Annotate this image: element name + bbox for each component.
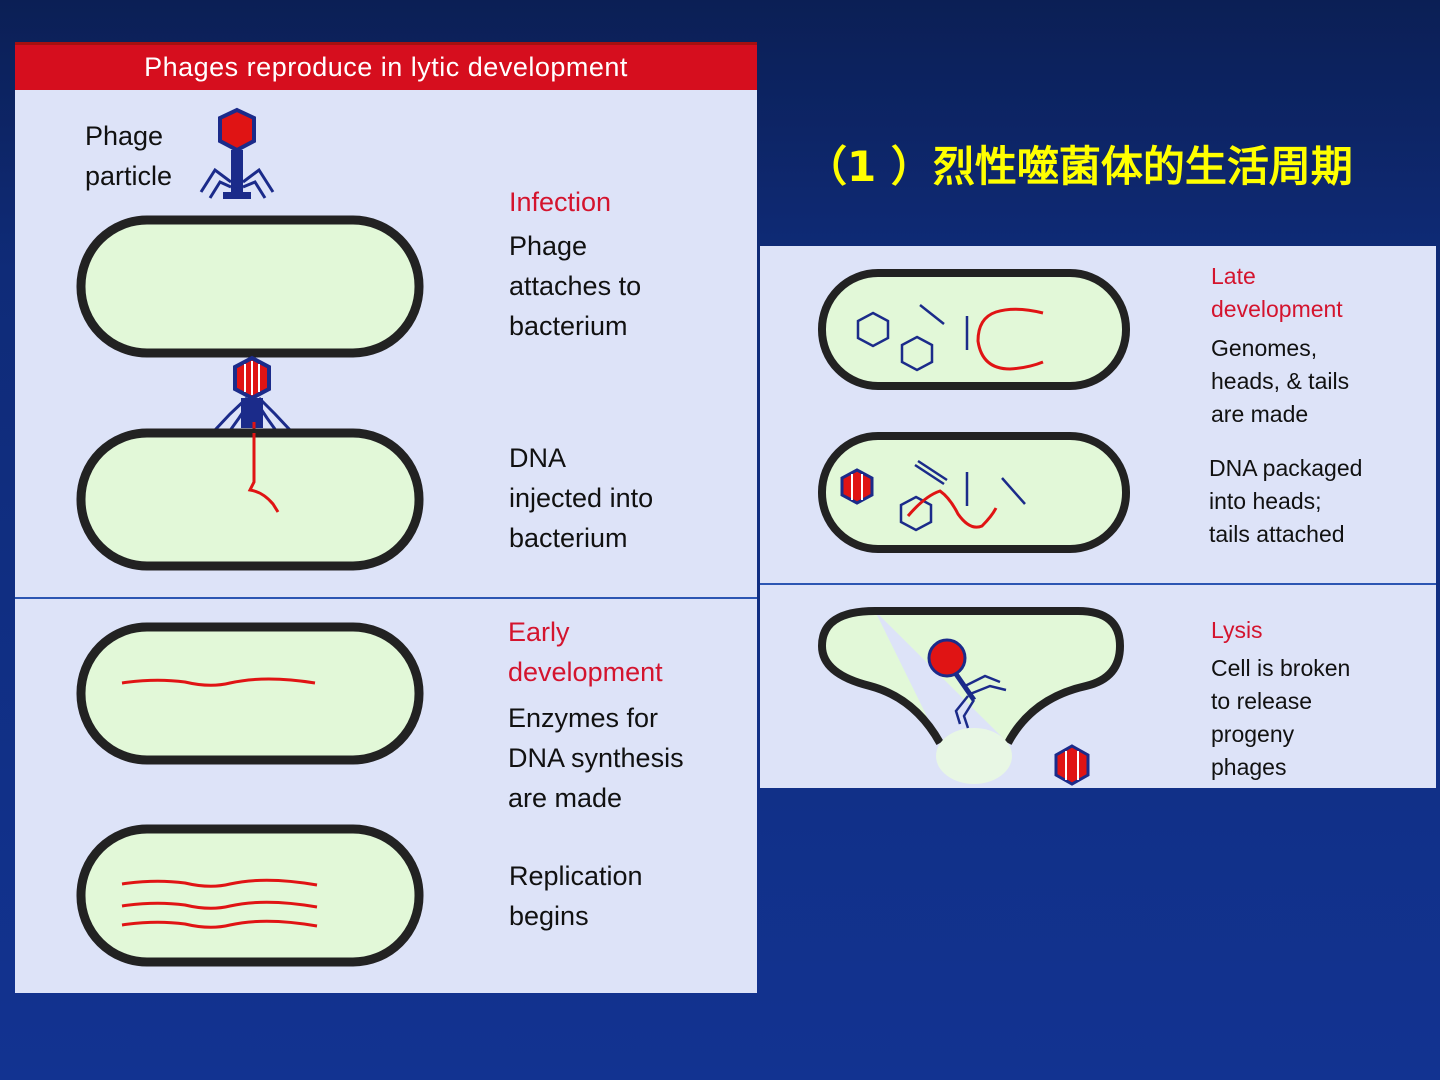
early-development-text: Enzymes for DNA synthesis are made (508, 703, 684, 813)
bacterium-cell-icon (76, 215, 424, 358)
attached-phage-icon (213, 355, 292, 513)
infection-text: Phage attaches to bacterium (509, 231, 642, 341)
lysing-cell-icon (817, 607, 1125, 745)
bacterium-cell-icon (76, 622, 424, 765)
phage-particle-label: Phage particle (85, 121, 173, 191)
phage-particle-icon (199, 107, 275, 200)
lysis-text: Cell is broken to release progeny phages (1211, 655, 1351, 780)
figure-left-panel: Phages reproduce in lytic development (15, 42, 757, 993)
bacterium-cell-icon (76, 824, 424, 967)
infection-heading: Infection (509, 187, 612, 217)
panel-divider (15, 597, 757, 599)
replication-text: Replication begins (509, 861, 643, 931)
bacterium-cell-icon (818, 269, 1130, 390)
packaging-text: DNA packaged into heads; tails attached (1209, 455, 1363, 547)
bacterium-cell-icon (818, 432, 1130, 553)
released-phage-icon (927, 638, 1007, 729)
packaged-phage-head-icon (840, 468, 874, 505)
right-illustration (817, 269, 1130, 786)
early-development-heading: Early development (508, 617, 663, 687)
panel-divider (760, 583, 1436, 585)
late-development-text: Genomes, heads, & tails are made (1211, 335, 1350, 427)
left-illustration (76, 107, 424, 967)
late-development-heading: Late development (1211, 263, 1343, 322)
slide-title: （1 ）烈性噬菌体的生活周期 (805, 142, 1353, 191)
progeny-phage-icon (1054, 744, 1090, 786)
figure-right-panel: Late development Genomes, heads, & tails… (760, 246, 1436, 788)
dna-injection-text: DNA injected into bacterium (509, 443, 654, 553)
figure-banner: Phages reproduce in lytic development (15, 42, 757, 90)
lysis-heading: Lysis (1211, 617, 1263, 643)
bacterium-cell-icon (76, 428, 424, 571)
